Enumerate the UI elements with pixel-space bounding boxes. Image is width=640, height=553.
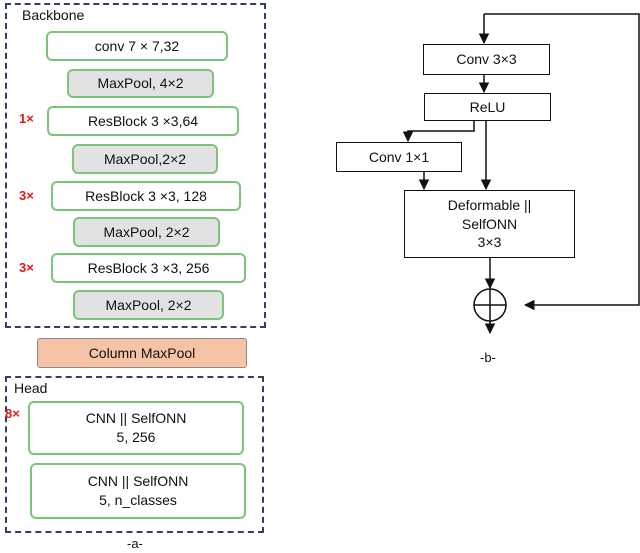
head-block-1-line1: CNN || SelfONN [85,410,187,427]
head-block-2-line2: 5, n_classes [99,492,177,508]
repeat-label-head-1: 8× [5,406,20,421]
head-block-1-line2: 5, 256 [116,429,156,445]
backbone-block-resblock-1: ResBlock 3 ×3,64 [47,106,239,136]
backbone-block-resblock-2: ResBlock 3 ×3, 128 [51,181,241,211]
caption-a: -a- [127,536,143,551]
conv1-block: Conv 1×1 [336,142,462,172]
column-maxpool-block: Column MaxPool [37,338,247,368]
backbone-block-maxpool-4: MaxPool, 2×2 [73,290,224,320]
skip-connection-line [484,13,640,311]
arrow-relu-to-conv1 [402,120,475,143]
caption-b: -b- [480,350,496,365]
head-title: Head [14,380,48,396]
backbone-block-maxpool-1: MaxPool, 4×2 [67,69,214,98]
repeat-label-resblock-2: 3× [19,188,34,203]
conv3-block: Conv 3×3 [423,44,550,75]
head-block-cnn-selfonn-1: CNN || SelfONN 5, 256 [28,401,244,455]
deform-line2: SelfONN [461,215,518,232]
backbone-block-maxpool-2: MaxPool,2×2 [72,144,218,174]
deform-line1: Deformable || [447,196,532,213]
backbone-block-maxpool-3: MaxPool, 2×2 [73,217,220,247]
backbone-title: Backbone [22,7,85,23]
repeat-label-resblock-1: 1× [19,111,34,126]
backbone-block-conv: conv 7 × 7,32 [46,31,228,61]
head-block-cnn-selfonn-2: CNN || SelfONN 5, n_classes [30,463,246,519]
backbone-group [5,3,266,328]
head-block-2-line1: CNN || SelfONN [87,473,189,490]
backbone-block-resblock-3: ResBlock 3 ×3, 256 [51,253,246,283]
repeat-label-resblock-3: 3× [19,260,34,275]
head-group [5,376,264,533]
deform-line3: 3×3 [477,234,502,251]
relu-block: ReLU [424,93,551,121]
deformable-selfonn-block: Deformable || SelfONN 3×3 [404,190,575,258]
